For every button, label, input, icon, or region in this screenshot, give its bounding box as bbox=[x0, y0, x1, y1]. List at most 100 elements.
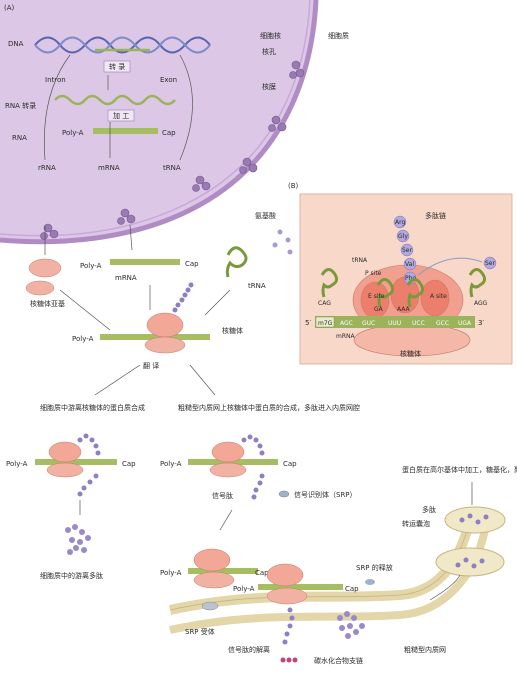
signal-peptide-chain bbox=[241, 434, 265, 500]
amino-acid-label: 氨基酸 bbox=[255, 211, 276, 220]
lower-left-mrna bbox=[35, 459, 117, 465]
panel-b-trnas bbox=[320, 268, 487, 308]
ribosome-subunit bbox=[25, 258, 62, 296]
codon-ucc: UCC bbox=[412, 320, 425, 327]
signal-peptide-label: 信号肽 bbox=[212, 491, 233, 500]
nucleus-arrows bbox=[43, 54, 193, 161]
anticodon-e: GA bbox=[374, 306, 384, 313]
anticodon-right: AGG bbox=[474, 300, 488, 307]
codon-uga: UGA bbox=[458, 320, 472, 327]
srp-particle bbox=[278, 490, 290, 498]
cap-label-er-1: Cap bbox=[255, 569, 269, 577]
carb-chain-label: 碳水化合物支链 bbox=[314, 656, 363, 665]
lower-left-ribosome bbox=[46, 441, 84, 478]
golgi-polypeptide-label: 多肽 bbox=[422, 505, 436, 514]
polya-label-lower-left: Poly-A bbox=[6, 460, 28, 468]
exon-label: Exon bbox=[160, 76, 177, 84]
polya-label-nucleus: Poly-A bbox=[62, 129, 84, 137]
nuclear-pore bbox=[40, 60, 305, 240]
anticodon-p: AAA bbox=[397, 306, 411, 313]
pre-mrna-strand bbox=[54, 94, 176, 106]
cap-label-lower-left: Cap bbox=[122, 460, 136, 468]
transport-vesicle bbox=[444, 506, 506, 534]
polya-label-ribosome: Poly-A bbox=[72, 335, 94, 343]
cap-label-lower-mid: Cap bbox=[283, 460, 297, 468]
free-ribosome-desc-1: 细胞质中游离核糖体的蛋白质合成 bbox=[40, 403, 145, 412]
codon-strip bbox=[315, 316, 475, 328]
mrna-label-cytoplasm: mRNA bbox=[115, 274, 137, 282]
rough-er-label: 粗糙型内质网 bbox=[404, 645, 446, 654]
er-ribosome-2 bbox=[266, 563, 308, 605]
processing-label: 加 工 bbox=[113, 111, 129, 120]
nucleus-region bbox=[0, 0, 316, 242]
cytoplasm-mrna bbox=[110, 259, 180, 265]
nuclear-envelope bbox=[0, 0, 319, 245]
mrna-label-nucleus: mRNA bbox=[98, 164, 120, 172]
branch-arrows bbox=[94, 364, 216, 396]
er-mrna-2 bbox=[258, 584, 343, 590]
cleaved-signal-peptide bbox=[280, 657, 298, 663]
codon-guc: GUC bbox=[362, 320, 375, 327]
polya-label-lower-mid: Poly-A bbox=[160, 460, 182, 468]
polya-label-er-2: Poly-A bbox=[233, 585, 255, 593]
e-site-label: E site bbox=[368, 293, 385, 300]
aa-leaving-ser: Ser bbox=[485, 260, 496, 267]
srp-receptor-label: SRP 受体 bbox=[185, 627, 215, 636]
polya-label-er-1: Poly-A bbox=[160, 569, 182, 577]
ribosome-subunit-label: 核糖体亚基 bbox=[30, 299, 65, 308]
srp-label: 信号识别体（SRP） bbox=[294, 490, 357, 499]
nascent-polypeptide bbox=[172, 282, 194, 313]
cap-label-cytoplasm: Cap bbox=[185, 260, 199, 268]
five-prime-label: 5′ bbox=[305, 319, 311, 327]
released-srp bbox=[365, 579, 375, 585]
polya-label-cytoplasm: Poly-A bbox=[80, 262, 102, 270]
golgi-vesicle-base bbox=[435, 547, 505, 577]
aa-arg: Arg bbox=[395, 219, 405, 226]
er-lumen-polypeptide bbox=[337, 611, 365, 639]
lower-mid-ribosome bbox=[209, 441, 247, 478]
aa-val: Val bbox=[405, 261, 414, 268]
dna-helix bbox=[34, 36, 211, 54]
er-mrna-1 bbox=[188, 568, 258, 574]
aa-gly: Gly bbox=[398, 233, 408, 240]
panel-b-label: (B) bbox=[288, 182, 299, 190]
golgi-desc: 蛋白质在高尔基体中加工，糖基化，聚合，分泌 bbox=[402, 465, 517, 474]
nucleolus-label: 细胞核 bbox=[260, 31, 281, 40]
srp-receptor bbox=[201, 601, 219, 611]
mature-mrna bbox=[93, 128, 158, 134]
trna-label-cytoplasm: tRNA bbox=[248, 282, 266, 290]
free-polypeptide-label: 细胞质中的游离多肽 bbox=[40, 571, 103, 580]
panel-b-trna-label: tRNA bbox=[352, 257, 368, 264]
aa-ser: Ser bbox=[402, 247, 413, 254]
lower-left-polypeptide bbox=[77, 433, 101, 497]
cap-m7g: m7G bbox=[318, 320, 333, 327]
three-prime-label: 3′ bbox=[478, 319, 484, 327]
translating-mrna bbox=[100, 334, 210, 340]
panel-b-ribosome-label: 核糖体 bbox=[400, 349, 421, 358]
aa-phe: Phe bbox=[405, 275, 416, 282]
cytoplasm-label: 细胞质 bbox=[328, 31, 349, 40]
rrna-label: rRNA bbox=[38, 164, 56, 172]
p-site-label: P site bbox=[365, 270, 382, 277]
er-ribosome-1 bbox=[193, 548, 235, 589]
ribosome-label: 核糖体 bbox=[222, 326, 243, 335]
panel-a-label: (A) bbox=[4, 4, 15, 12]
codon-agc: AGC bbox=[340, 320, 353, 327]
rough-er-desc: 粗糙型内质网上核糖体中蛋白质的合成，多肽进入内质网腔 bbox=[178, 403, 360, 412]
translating-ribosome bbox=[144, 312, 186, 354]
nuclear-envelope-label: 核膜 bbox=[262, 82, 276, 91]
anticodon-left: CAG bbox=[318, 300, 331, 307]
translation-label: 翻 译 bbox=[143, 361, 159, 370]
codon-gcc: GCC bbox=[436, 320, 449, 327]
polypeptide-chain-label: 多肽链 bbox=[425, 211, 446, 220]
er-polypeptide-chain bbox=[282, 607, 295, 645]
dna-label: DNA bbox=[8, 40, 24, 48]
cytoplasm-arrows bbox=[44, 224, 231, 331]
free-polypeptide-coil bbox=[65, 524, 91, 555]
vesicle-label: 转运囊泡 bbox=[402, 519, 430, 528]
free-amino-acids bbox=[272, 229, 293, 255]
rna-transcript-label: RNA 转录 bbox=[5, 101, 36, 110]
codon-uuu: UUU bbox=[388, 320, 401, 327]
panel-b-mrna-label: mRNA bbox=[336, 333, 356, 340]
